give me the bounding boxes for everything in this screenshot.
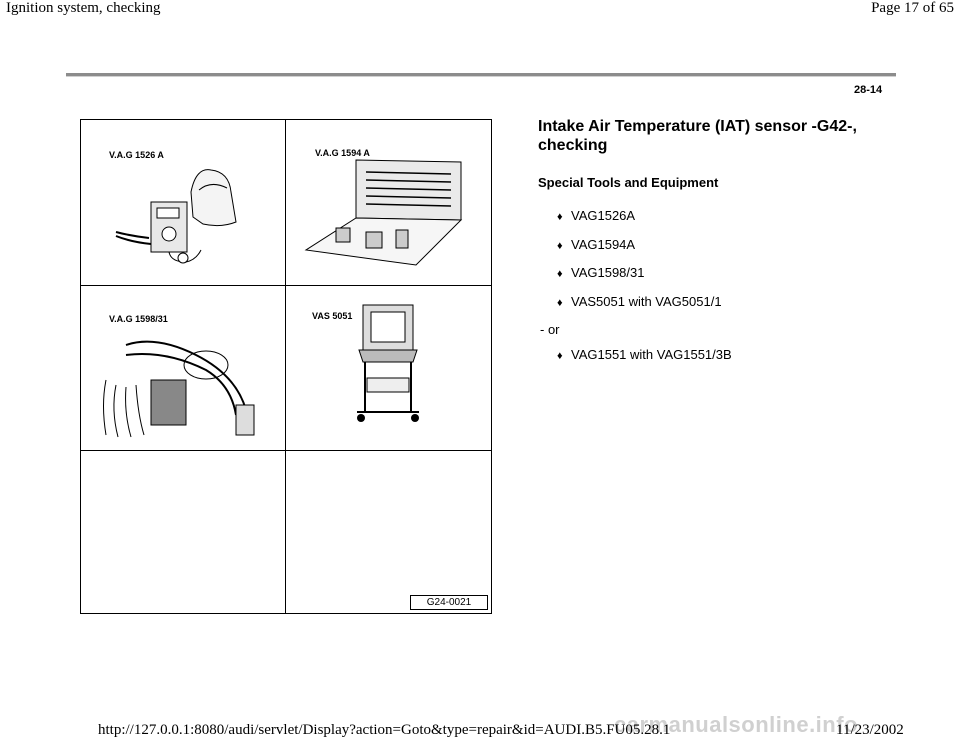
diagnostic-cart-illustration <box>357 304 419 422</box>
diamond-bullet-icon: ♦ <box>557 211 563 223</box>
multimeter-illustration <box>115 169 237 264</box>
list-item: ♦VAG1526A <box>557 208 636 223</box>
list-item: ♦VAG1594A <box>557 237 636 252</box>
footer-url-link[interactable]: http://127.0.0.1:8080/audi/servlet/Displ… <box>98 722 671 738</box>
figure-divider-horizontal <box>81 450 491 451</box>
page-indicator: Page 17 of 65 <box>871 0 954 16</box>
site-watermark: carmanualsonline.info <box>614 712 858 737</box>
header-rule <box>66 73 896 77</box>
diamond-bullet-icon: ♦ <box>557 350 563 362</box>
diamond-bullet-icon: ♦ <box>557 297 563 309</box>
figure-divider-horizontal <box>81 285 491 286</box>
figure-code: G24-0021 <box>410 595 488 610</box>
tools-figure: V.A.G 1526 A V.A.G 1594 A V.A.G 1598/31 … <box>80 119 492 614</box>
test-cable-illustration <box>103 340 255 438</box>
section-page-number: 28-14 <box>854 84 883 96</box>
tool-label-vag1526a: V.A.G 1526 A <box>109 150 164 160</box>
tool-label-vag1594a: V.A.G 1594 A <box>315 148 370 158</box>
tool-label-vag1598: V.A.G 1598/31 <box>109 314 168 324</box>
list-item: ♦VAG1598/31 <box>557 265 645 280</box>
figure-divider-vertical <box>285 120 286 613</box>
or-separator: - or <box>540 322 560 337</box>
diamond-bullet-icon: ♦ <box>557 268 563 280</box>
adapter-case-illustration <box>304 159 463 266</box>
list-item: ♦VAG1551 with VAG1551/3B <box>557 347 732 362</box>
list-item: ♦VAS5051 with VAG5051/1 <box>557 294 722 309</box>
section-title: Intake Air Temperature (IAT) sensor -G42… <box>538 118 857 154</box>
section-subtitle: Special Tools and Equipment <box>538 175 719 190</box>
footer-date: 11/23/2002 <box>836 722 904 738</box>
diamond-bullet-icon: ♦ <box>557 240 563 252</box>
tool-label-vas5051: VAS 5051 <box>312 311 353 321</box>
document-title: Ignition system, checking <box>6 0 161 16</box>
